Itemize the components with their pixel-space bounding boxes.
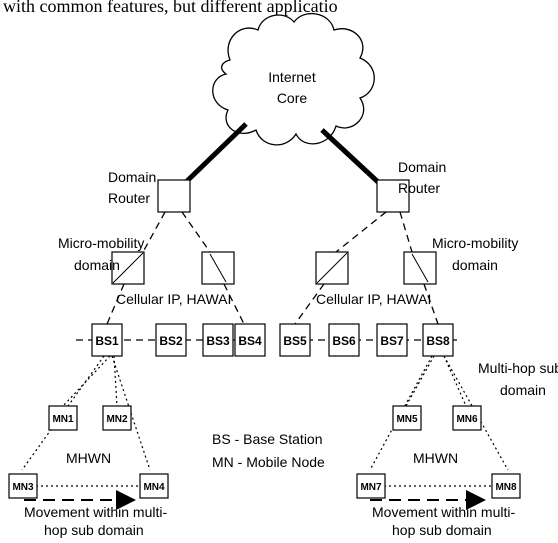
mn4-label: MN4	[143, 482, 165, 493]
movement-label-left-line2: hop sub domain	[44, 522, 144, 538]
micro-domain-left-label-line2: domain	[74, 257, 120, 273]
micro-mobility-box-4	[403, 251, 437, 285]
router-left-label-line1: Domain	[108, 169, 156, 185]
micro-domain-left-label-line1: Micro-mobility	[58, 235, 144, 251]
link-router-l-micro1	[142, 211, 166, 253]
link-micro3-bs5	[294, 283, 325, 325]
mhwn-label-left: MHWN	[66, 450, 111, 466]
movement-label-right-line1: Movement within multi-	[372, 504, 515, 520]
protocol-label-right: Cellular IP, HAWAI	[316, 291, 431, 307]
bs1-label: BS1	[95, 334, 119, 348]
domain-router-left	[157, 179, 191, 213]
mn5-label: MN5	[396, 414, 418, 425]
mobile-node-mn3: MN3	[8, 473, 38, 499]
mobile-node-mn8: MN8	[491, 473, 521, 499]
mhwn-label-right: MHWN	[413, 450, 458, 466]
mobile-node-mn4: MN4	[139, 473, 169, 499]
bs7-label: BS7	[380, 334, 404, 348]
micro-domain-right-label-line1: Micro-mobility	[432, 235, 518, 251]
base-station-bs6: BS6	[328, 323, 360, 357]
movement-label-right-line2: hop sub domain	[392, 522, 492, 538]
mobile-node-mn2: MN2	[102, 405, 132, 431]
micro-domain-right-label-line2: domain	[452, 257, 498, 273]
bs6-label: BS6	[332, 334, 356, 348]
mn2-label: MN2	[106, 414, 128, 425]
protocol-label-left: Cellular IP, HAWAI	[116, 291, 231, 307]
micro-mobility-box-3	[315, 251, 349, 285]
legend-bs: BS - Base Station	[212, 431, 323, 447]
bs5-label: BS5	[283, 334, 307, 348]
base-station-bs4: BS4	[234, 323, 266, 357]
dot-bs1-mn1	[62, 355, 111, 407]
movement-label-left-line1: Movement within multi-	[24, 504, 167, 520]
router-right-label-line2: Router	[398, 180, 440, 196]
base-station-bs5: BS5	[279, 323, 311, 357]
core-link-right	[320, 128, 380, 184]
mobile-node-mn1: MN1	[48, 405, 78, 431]
mobile-node-mn7: MN7	[356, 473, 386, 499]
domain-router-right	[376, 179, 410, 213]
cloud-label-line1: Internet	[268, 69, 316, 85]
bs8-label: BS8	[426, 334, 450, 348]
dot-bs1-mn2	[113, 355, 118, 407]
link-micro2-bs4	[223, 283, 245, 325]
mn7-label: MN7	[360, 482, 382, 493]
micro-mobility-box-1	[111, 251, 145, 285]
base-station-bs3: BS3	[202, 323, 234, 357]
bs4-label: BS4	[238, 334, 262, 348]
micro-mobility-box-2	[201, 251, 235, 285]
mn8-label: MN8	[495, 482, 517, 493]
bs3-label: BS3	[206, 334, 230, 348]
router-right-label-line1: Domain	[398, 159, 446, 175]
dot-bs8-mn5	[405, 355, 435, 407]
mobile-node-mn5: MN5	[392, 405, 422, 431]
mn6-label: MN6	[456, 414, 478, 425]
mn3-label: MN3	[12, 482, 34, 493]
link-router-l-micro2	[181, 211, 211, 253]
base-station-bs2: BS2	[155, 323, 187, 357]
link-router-r-micro1	[335, 211, 387, 253]
router-left-label-line2: Router	[108, 190, 150, 206]
legend-mn: MN - Mobile Node	[212, 454, 325, 470]
multi-hop-label-line1: Multi-hop sub	[478, 360, 558, 376]
header-text-fragment: with common features, but different appl…	[3, 0, 338, 16]
multi-hop-label-line2: domain	[500, 382, 546, 398]
core-link-left	[184, 122, 248, 184]
base-station-bs8: BS8	[422, 323, 454, 357]
base-station-bs7: BS7	[376, 323, 408, 357]
cloud-label-line2: Core	[277, 90, 308, 106]
bs2-label: BS2	[159, 334, 183, 348]
link-router-r-micro2	[399, 211, 413, 253]
dot-bs8-mn6	[443, 355, 467, 407]
internet-core-cloud: Internet Core	[212, 12, 375, 146]
base-station-bs1: BS1	[91, 323, 123, 357]
mn1-label: MN1	[52, 414, 74, 425]
mobile-node-mn6: MN6	[452, 405, 482, 431]
link-micro1-bs1	[106, 283, 125, 325]
dot-bs8-mn7	[369, 355, 433, 471]
